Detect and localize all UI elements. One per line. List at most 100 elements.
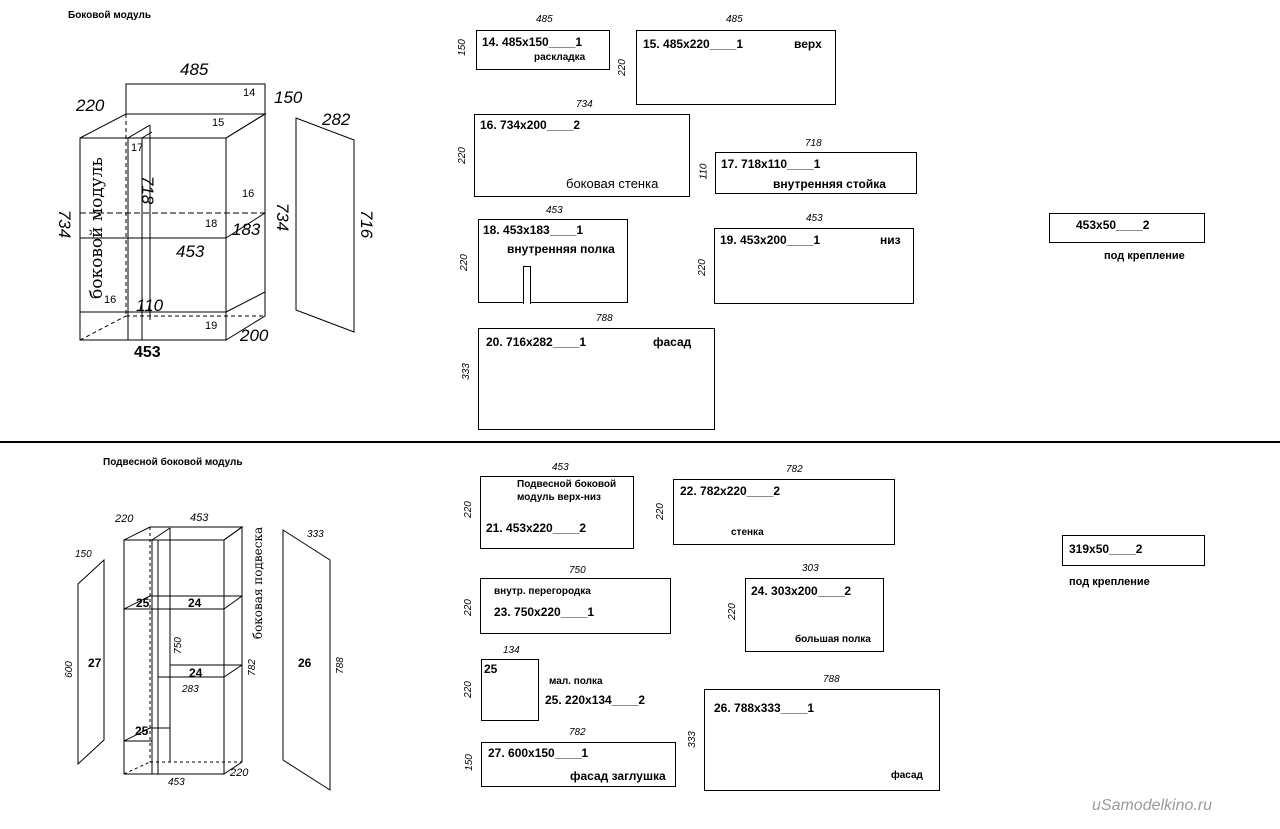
part-22-sub: стенка	[731, 527, 764, 538]
part-17-dim-h: 110	[698, 163, 710, 180]
part-18-sub: внутренняя полка	[507, 242, 615, 256]
part-17	[715, 152, 917, 194]
part-20-dim-h: 333	[460, 363, 472, 380]
sketch1-bottom-d: 200	[240, 326, 269, 345]
part-16	[474, 114, 690, 197]
part-21-header1: Подвесной боковой	[517, 479, 617, 490]
sketch1-vertical-label: боковой модуль	[87, 157, 107, 299]
part-24	[745, 578, 884, 652]
part-16-dim-h: 220	[456, 147, 468, 164]
sketch2-num-26: 26	[298, 656, 312, 670]
part-20	[478, 328, 715, 430]
part-26-sub: фасад	[891, 770, 923, 781]
part-18-cutout	[523, 266, 531, 304]
sketch1-shelf-h: 183	[232, 220, 261, 239]
mount-1-sub: под крепление	[1104, 250, 1185, 262]
part-15-text: 15. 485х220____1	[643, 37, 744, 51]
part-16-dim-w: 734	[576, 99, 593, 110]
part-24-dim-w: 303	[802, 563, 819, 574]
part-15-dim-w: 485	[726, 14, 743, 25]
part-19-dim-w: 453	[806, 213, 823, 224]
part-24-sub: большая полка	[795, 634, 871, 645]
part-16-sub: боковая стенка	[566, 176, 659, 191]
mount-1-text: 453х50____2	[1076, 218, 1150, 232]
sketch2-num-27: 27	[88, 656, 102, 670]
part-27	[481, 742, 676, 787]
sketch1-top-h: 150	[274, 88, 303, 107]
part-17-dim-w: 718	[805, 138, 822, 149]
part-16-text: 16. 734х200____2	[480, 118, 581, 132]
part-17-text: 17. 718х110____1	[721, 157, 821, 171]
section1-title: Боковой модуль	[68, 10, 151, 21]
part-15-dim-h: 220	[616, 59, 628, 76]
part-25-dim-h: 220	[462, 681, 474, 698]
part-23-header: внутр. перегородка	[494, 586, 591, 597]
part-20-sub: фасад	[653, 335, 692, 349]
sketch1-height-right: 734	[273, 202, 293, 232]
part-18-text: 18. 453х183____1	[483, 223, 584, 237]
part-26	[704, 689, 940, 791]
part-25-label: мал. полка	[549, 676, 603, 687]
sketch2-width-top: 453	[190, 512, 209, 524]
sketch1-width-top: 485	[180, 60, 209, 79]
part-20-text: 20. 716х282____1	[486, 335, 587, 349]
mount-2	[1062, 535, 1205, 566]
sketch1-height-left: 734	[55, 209, 75, 239]
sketch1-facade-h: 716	[357, 209, 377, 239]
sketch2-num-25a: 25	[136, 596, 150, 610]
part-14	[476, 30, 610, 70]
part-19-sub: низ	[880, 233, 901, 247]
watermark: uSamodelkino.ru	[1092, 797, 1213, 814]
sketch1-inner-h: 718	[138, 175, 158, 205]
part-24-text: 24. 303х200____2	[751, 584, 852, 598]
part-22-text: 22. 782х220____2	[680, 484, 781, 498]
sketch2-bottom-d: 220	[230, 767, 249, 779]
part-21-header2: модуль верх-низ	[517, 492, 602, 503]
sketch2-facade-small-w: 150	[75, 549, 92, 560]
part-26-text: 26. 788х333____1	[714, 701, 815, 715]
part-14-text: 14. 485х150____1	[482, 35, 583, 49]
sketch2-num-25b: 25	[135, 724, 149, 738]
sketch1-num-14: 14	[243, 87, 256, 99]
mount-1	[1049, 213, 1205, 243]
sketch1-bottom-w: 453	[134, 344, 161, 361]
part-18-dim-w: 453	[546, 205, 563, 216]
part-14-sub: раскладка	[534, 52, 586, 63]
part-15-sub: верх	[794, 37, 822, 51]
part-25	[481, 659, 539, 721]
part-20-dim-w: 788	[596, 313, 613, 324]
part-22-dim-h: 220	[654, 503, 666, 520]
part-23-dim-h: 220	[462, 599, 474, 616]
mount-2-sub: под крепление	[1069, 576, 1150, 588]
part-23	[480, 578, 671, 634]
section-separator	[0, 441, 1280, 443]
part-21	[480, 476, 634, 549]
part-19-text: 19. 453х200____1	[720, 233, 821, 247]
sketch1-bottom-h: 110	[136, 296, 164, 315]
part-27-dim-w: 782	[569, 727, 586, 738]
part-19	[714, 228, 914, 304]
sketch1-facade-w: 282	[322, 110, 351, 129]
sketch2-shelf-w: 283	[182, 684, 199, 695]
part-25-num: 25	[484, 662, 498, 676]
part-22	[673, 479, 895, 545]
sketch1-num-18: 18	[205, 218, 218, 230]
part-18-dim-h: 220	[458, 254, 470, 271]
part-14-dim-w: 485	[536, 14, 553, 25]
part-26-dim-w: 788	[823, 674, 840, 685]
sketch2-vertical-label: боковая подвеска	[251, 526, 265, 640]
part-27-dim-h: 150	[463, 754, 475, 771]
part-27-sub: фасад заглушка	[570, 769, 666, 783]
sketch2-side-w: 333	[307, 529, 324, 540]
sketch1-num-19: 19	[205, 320, 218, 332]
part-18	[478, 219, 628, 303]
part-26-dim-h: 333	[686, 731, 698, 748]
sketch2-bottom-w: 453	[168, 777, 185, 788]
part-21-dim-w: 453	[552, 462, 569, 473]
sketch1-num-16b: 16	[104, 294, 117, 306]
sketch1-num-17: 17	[131, 142, 144, 154]
sketch1-depth-top: 220	[76, 96, 105, 115]
part-25-dim-w: 134	[503, 645, 520, 656]
sketch2-depth-top: 220	[115, 513, 134, 525]
